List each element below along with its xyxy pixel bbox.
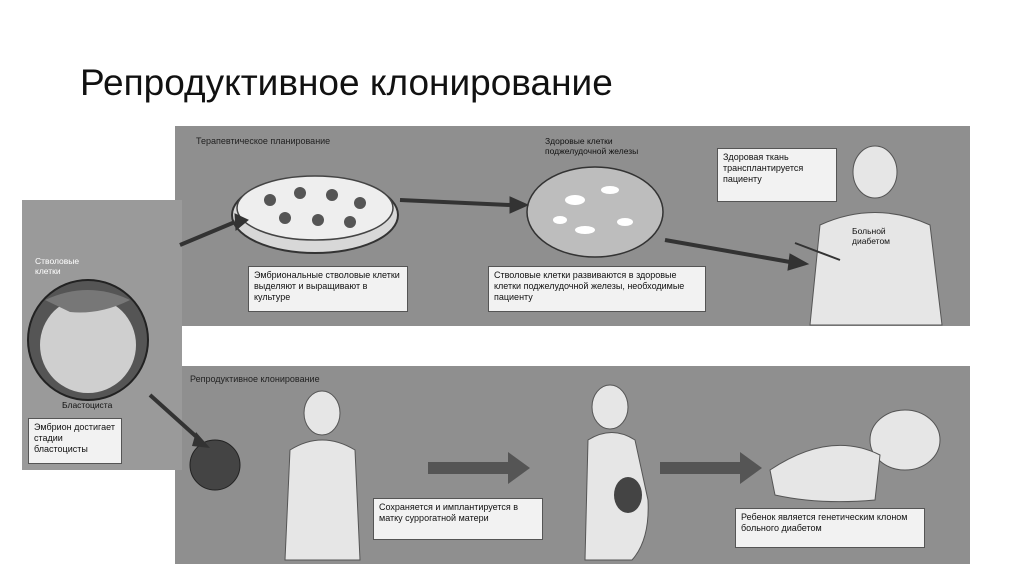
pancreas-cells-icon: [526, 166, 664, 258]
blastocyst-icon: [27, 279, 149, 401]
healthy-cells-label: Здоровые клетки поджелудочной железы: [545, 136, 639, 156]
therapeutic-section-label: Терапевтическое планирование: [196, 136, 331, 146]
patient-label: Больной диабетом: [852, 226, 891, 246]
implant-caption: Сохраняется и имплантируется в матку сур…: [373, 498, 543, 540]
culture-caption: Эмбриональные стволовые клетки выделяют …: [248, 266, 408, 312]
stem-cells-label: Стволовые клетки: [35, 256, 80, 276]
surrogate-mother-figure-icon: [284, 390, 361, 561]
embryo-icon: [148, 393, 241, 491]
petri-dish-icon: [231, 175, 399, 254]
blastocyst-label: Бластоциста: [62, 400, 113, 410]
transplant-caption: Здоровая ткань трансплантируется пациент…: [717, 148, 837, 202]
flow-arrows-top: [179, 196, 841, 271]
pregnant-figure-icon: [584, 384, 649, 561]
reproductive-section-label: Репродуктивное клонирование: [190, 374, 320, 384]
baby-figure-icon: [769, 409, 941, 503]
slide-title: Репродуктивное клонирование: [80, 62, 613, 103]
embryo-caption: Эмбрион достигает стадии бластоцисты: [28, 418, 122, 464]
clone-result-caption: Ребенок является генетическим клоном бол…: [735, 508, 925, 548]
develop-caption: Стволовые клетки развиваются в здоровые …: [488, 266, 706, 312]
flow-arrows-bottom: [428, 452, 762, 484]
patient-figure-icon: [809, 145, 943, 326]
